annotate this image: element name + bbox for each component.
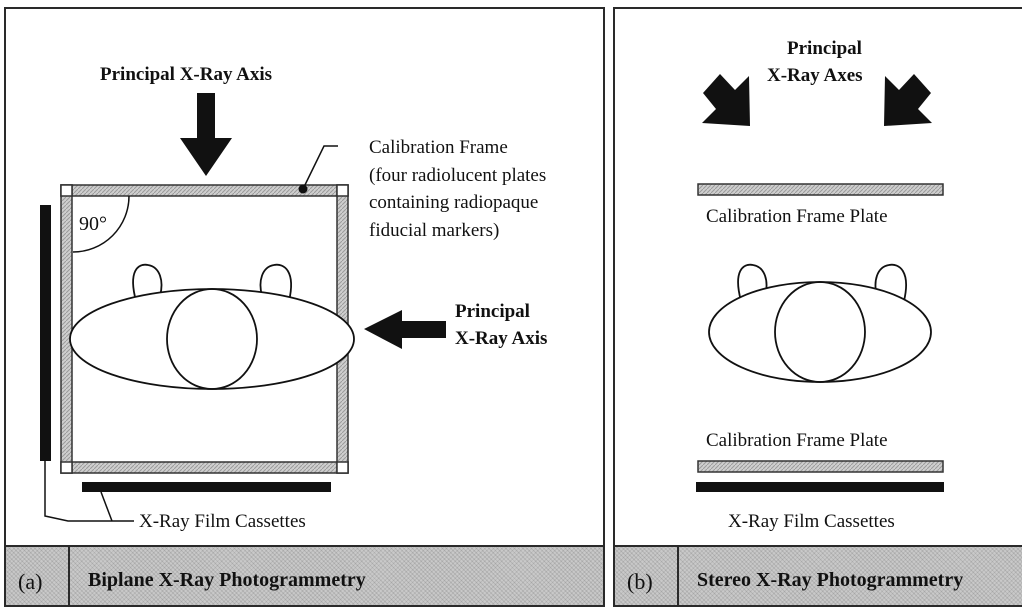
inner-circle [166,288,258,390]
panel-a-title: Biplane X-Ray Photogrammetry [88,569,366,591]
principal-axes-label-line-1: Principal [787,38,862,59]
subject-head [69,263,355,390]
calibration-plate-bottom [697,460,944,473]
principal-axis-arrow-top [180,93,232,176]
film-cassettes-label: X-Ray Film Cassettes [728,511,895,532]
principal-axis-top-label: Principal X-Ray Axis [100,64,273,85]
panel-b-letter: (b) [627,569,653,594]
right-ear [259,263,292,302]
face-outline [708,281,932,383]
calibration-plate-top [697,183,944,196]
film-cassettes-label: X-Ray Film Cassettes [139,511,306,532]
film-leader-line [44,461,101,522]
biplane-diagram [40,93,446,522]
panel-b-letter-cell: (b) [615,547,679,605]
calibration-plate-top-label: Calibration Frame Plate [706,206,888,227]
left-ear [737,263,768,302]
stereo-diagram [696,74,944,492]
principal-axes-label-line-2: X-Ray Axes [767,65,863,86]
angle-label: 90° [79,213,107,235]
principal-axis-arrow-left [702,74,750,126]
film-cassette [696,482,944,492]
panel-b-footer: (b) Stereo X-Ray Photogrammetry [615,545,1022,605]
left-ear [132,263,163,302]
panel-a-letter-cell: (a) [6,547,70,605]
calibration-frame-label-line-1: Calibration Frame [369,137,508,158]
right-angle-arc [72,195,130,253]
subject-head [708,263,932,383]
calibration-frame-leader [302,145,338,190]
film-cassette-vertical [40,205,51,461]
panel-biplane: Principal X-Ray Axis Calibration Frame (… [4,7,605,607]
panel-a-footer: (a) Biplane X-Ray Photogrammetry [6,545,603,605]
face-outline [69,288,355,390]
calibration-plate-bottom-label: Calibration Frame Plate [706,430,888,451]
film-leader-line-2 [100,491,113,522]
principal-axis-arrow-side [364,310,446,349]
right-ear [874,263,907,302]
principal-axis-arrow-right [884,74,932,126]
panel-b-title: Stereo X-Ray Photogrammetry [697,569,964,591]
calibration-frame-label-line-2: (four radiolucent plates [369,165,547,186]
calibration-frame-label-line-4: fiducial markers) [369,220,500,241]
inner-circle [774,281,866,383]
panel-stereo: Principal X-Ray Axes Calibration Frame P… [613,7,1022,607]
principal-axis-side-label-line-2: X-Ray Axis [455,328,548,349]
calibration-frame-label-line-3: containing radiopaque [369,192,539,213]
principal-axis-side-label-line-1: Principal [455,301,530,322]
panel-a-letter: (a) [18,569,43,594]
film-cassette-horizontal [82,482,331,492]
